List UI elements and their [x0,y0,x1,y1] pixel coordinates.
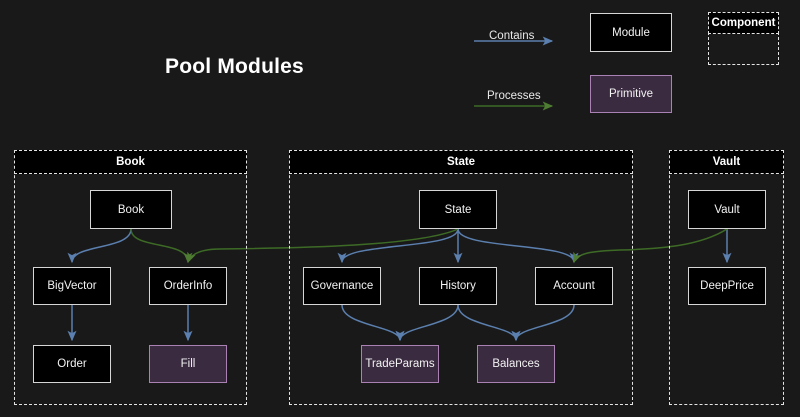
node-order[interactable]: Order [33,345,111,383]
legend-module-box: Module [590,13,672,52]
node-fill[interactable]: Fill [149,345,227,383]
group-vault-label: Vault [669,150,784,174]
node-vault[interactable]: Vault [688,190,766,229]
legend-processes-label: Processes [487,90,541,102]
node-state[interactable]: State [419,190,497,229]
node-tradeparams[interactable]: TradeParams [361,345,439,383]
node-governance[interactable]: Governance [303,267,381,305]
group-book-label: Book [14,150,247,174]
node-bigvector[interactable]: BigVector [33,267,111,305]
node-history[interactable]: History [419,267,497,305]
node-deepprice[interactable]: DeepPrice [688,267,766,305]
legend-primitive-box: Primitive [590,75,672,113]
node-orderinfo[interactable]: OrderInfo [149,267,227,305]
node-balances[interactable]: Balances [477,345,555,383]
legend-contains-label: Contains [489,30,535,42]
group-state-label: State [289,150,633,174]
page-title: Pool Modules [165,55,304,78]
legend-component-label: Component [708,12,779,34]
node-book[interactable]: Book [90,190,172,229]
node-account[interactable]: Account [535,267,613,305]
